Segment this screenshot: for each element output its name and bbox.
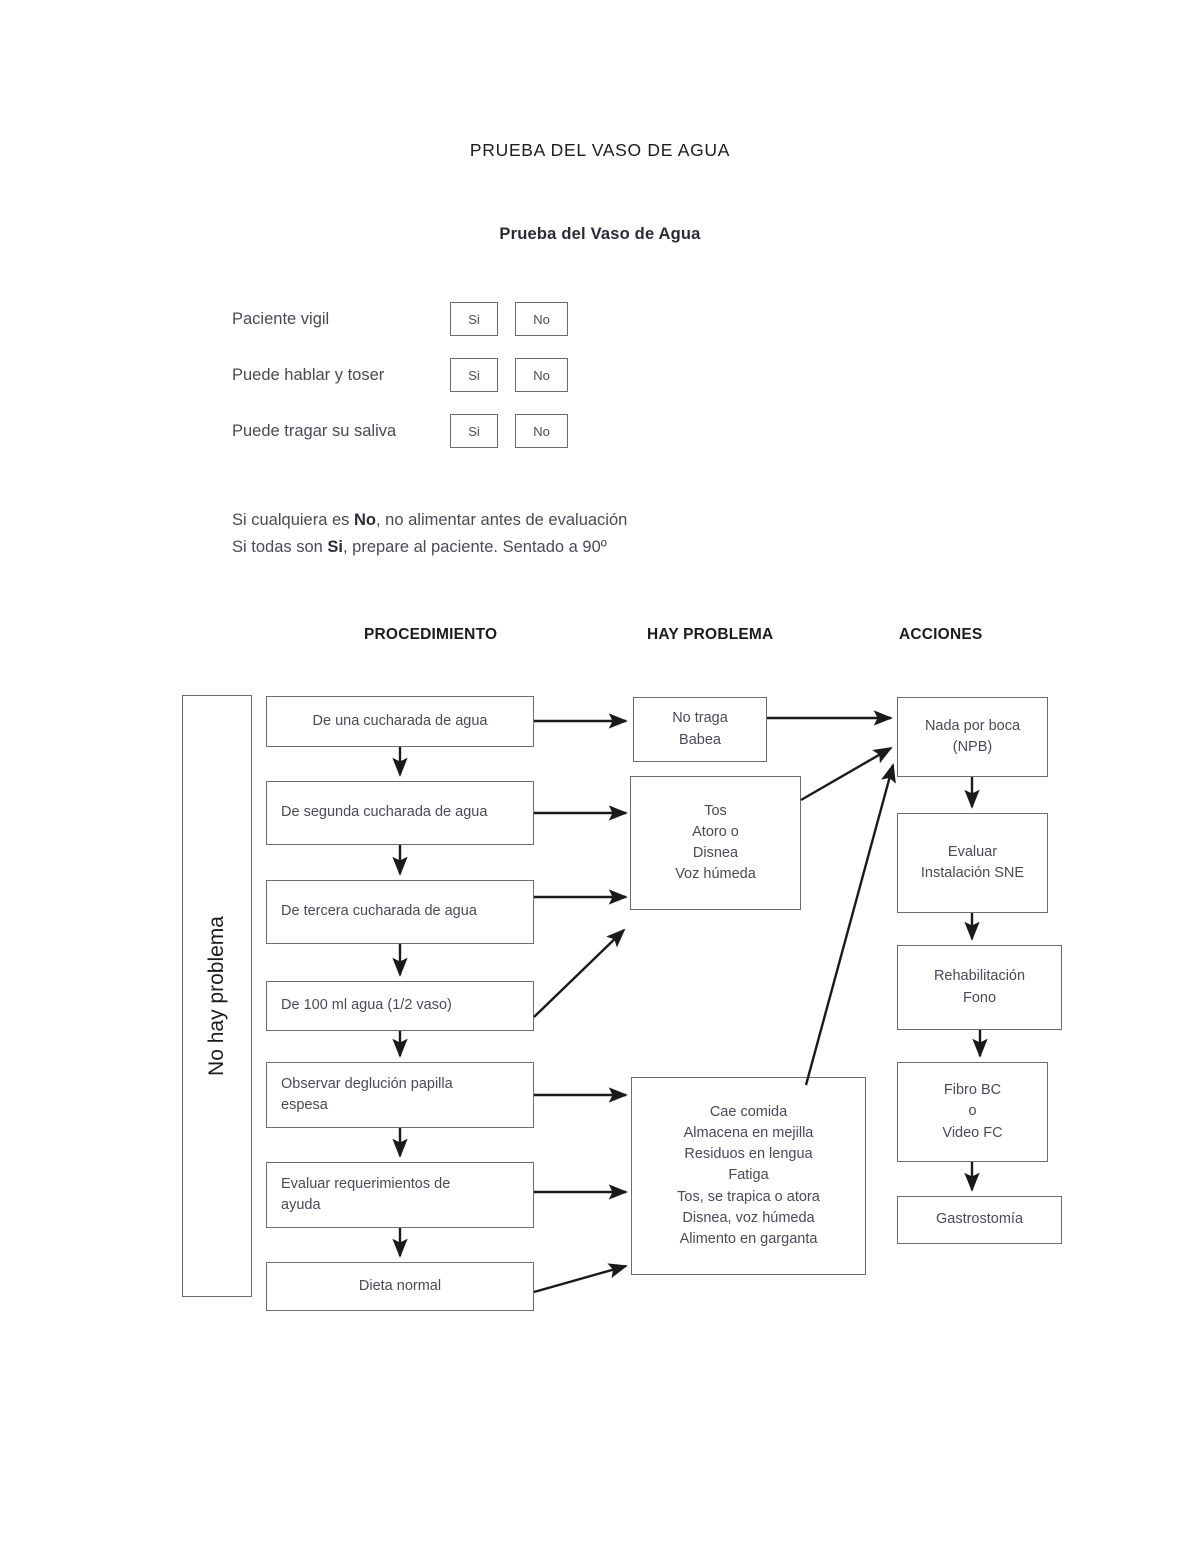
problem-box-2-line-1: Almacena en mejilla	[683, 1125, 814, 1142]
problem-box-2[interactable]: Cae comida Almacena en mejilla Residuos …	[631, 1077, 866, 1275]
procedure-step-5-line1: Evaluar requerimientos de	[281, 1175, 451, 1192]
question-label-1: Puede hablar y toser	[232, 366, 385, 384]
problem-box-1[interactable]: Tos Atoro o Disnea Voz húmeda	[630, 776, 801, 910]
action-box-3-line-0: Fibro BC	[943, 1082, 1002, 1099]
action-box-4[interactable]: Gastrostomía	[897, 1196, 1062, 1244]
page-title: PRUEBA DEL VASO DE AGUA	[469, 140, 731, 160]
procedure-step-3-text: De 100 ml agua (1/2 vaso)	[281, 997, 452, 1014]
screening-note-0: Si cualquiera es No, no alimentar antes …	[232, 511, 627, 530]
form-title: Prueba del Vaso de Agua	[499, 225, 701, 243]
problem-box-0-line-1: Babea	[679, 731, 721, 748]
procedure-step-2-text: De tercera cucharada de agua	[281, 903, 477, 920]
problem-box-2-line-2: Residuos en lengua	[684, 1146, 813, 1163]
problem-box-0-line-0: No traga	[672, 710, 728, 727]
problem-box-2-line-3: Fatiga	[728, 1167, 769, 1184]
action-box-0[interactable]: Nada por boca (NPB)	[897, 697, 1048, 777]
procedure-step-4[interactable]: Observar deglución papilla espesa	[266, 1062, 534, 1128]
question-0-no-option[interactable]: No	[515, 302, 568, 336]
action-box-0-line-1: (NPB)	[952, 739, 993, 755]
procedure-step-6-text: Dieta normal	[358, 1277, 442, 1294]
procedure-step-1[interactable]: De segunda cucharada de agua	[266, 781, 534, 845]
action-box-3-line-1: o	[968, 1103, 977, 1120]
problem-box-0[interactable]: No traga Babea	[633, 697, 767, 762]
problem-box-2-line-6: Alimento en garganta	[679, 1230, 818, 1247]
question-1-no-option[interactable]: No	[515, 358, 568, 392]
problem-box-1-line-2: Disnea	[692, 845, 739, 861]
no-problem-label: No hay problema	[205, 916, 229, 1076]
note-1-bold: Si	[327, 538, 343, 556]
action-box-1[interactable]: Evaluar Instalación SNE	[897, 813, 1048, 913]
note-1-pre: Si todas son	[232, 538, 328, 556]
action-box-2-line-1: Fono	[962, 989, 997, 1006]
procedure-step-2[interactable]: De tercera cucharada de agua	[266, 880, 534, 944]
arrow-proc3-problem2	[533, 928, 626, 1018]
problem-box-2-line-5: Disnea, voz húmeda	[682, 1209, 815, 1226]
action-box-1-line-1: Instalación SNE	[920, 865, 1025, 881]
question-1-yes-option[interactable]: Si	[450, 358, 498, 392]
question-label-2: Puede tragar su saliva	[232, 422, 397, 440]
arrow-problem2-action0	[804, 763, 896, 1086]
column-header-actions: ACCIONES	[899, 626, 983, 643]
column-header-procedure: PROCEDIMIENTO	[364, 626, 498, 643]
action-box-2[interactable]: Rehabilitación Fono	[897, 945, 1062, 1030]
action-box-3[interactable]: Fibro BC o Video FC	[897, 1062, 1048, 1162]
procedure-step-3[interactable]: De 100 ml agua (1/2 vaso)	[266, 981, 534, 1031]
question-label-0: Paciente vigil	[232, 310, 330, 328]
procedure-step-4-line1: Observar deglución papilla	[281, 1075, 453, 1092]
action-box-4-line-0: Gastrostomía	[935, 1211, 1024, 1228]
procedure-step-6[interactable]: Dieta normal	[266, 1262, 534, 1311]
no-problem-container: No hay problema	[182, 695, 252, 1297]
procedure-step-5[interactable]: Evaluar requerimientos de ayuda	[266, 1162, 534, 1228]
problem-box-2-line-4: Tos, se trapica o atora	[677, 1188, 820, 1205]
action-box-3-line-2: Video FC	[942, 1124, 1003, 1141]
note-0-bold: No	[354, 511, 376, 529]
question-2-yes-option[interactable]: Si	[450, 414, 498, 448]
procedure-step-1-text: De segunda cucharada de agua	[281, 804, 488, 821]
procedure-step-5-line2: ayuda	[281, 1197, 321, 1213]
problem-box-1-line-1: Atoro o	[692, 823, 739, 840]
note-0-post: , no alimentar antes de evaluación	[376, 511, 628, 529]
note-0-pre: Si cualquiera es	[232, 511, 354, 529]
action-box-2-line-0: Rehabilitación	[933, 968, 1026, 985]
procedure-step-0-text: De una cucharada de agua	[312, 712, 488, 729]
arrow-proc6-problem2	[533, 1263, 628, 1294]
problem-box-1-line-0: Tos	[704, 802, 727, 819]
note-1-post: , prepare al paciente. Sentado a 90º	[342, 538, 607, 556]
procedure-step-4-line2: espesa	[281, 1097, 328, 1113]
arrow-problem1-action0	[800, 746, 893, 802]
action-box-1-line-0: Evaluar	[947, 843, 998, 860]
procedure-step-0[interactable]: De una cucharada de agua	[266, 696, 534, 747]
question-2-no-option[interactable]: No	[515, 414, 568, 448]
question-0-yes-option[interactable]: Si	[450, 302, 498, 336]
problem-box-1-line-3: Voz húmeda	[675, 866, 756, 883]
action-box-0-line-0: Nada por boca	[924, 717, 1021, 734]
screening-note-1: Si todas son Si, prepare al paciente. Se…	[232, 538, 607, 557]
column-header-problem: HAY PROBLEMA	[647, 626, 774, 643]
problem-box-2-line-0: Cae comida	[709, 1104, 788, 1121]
